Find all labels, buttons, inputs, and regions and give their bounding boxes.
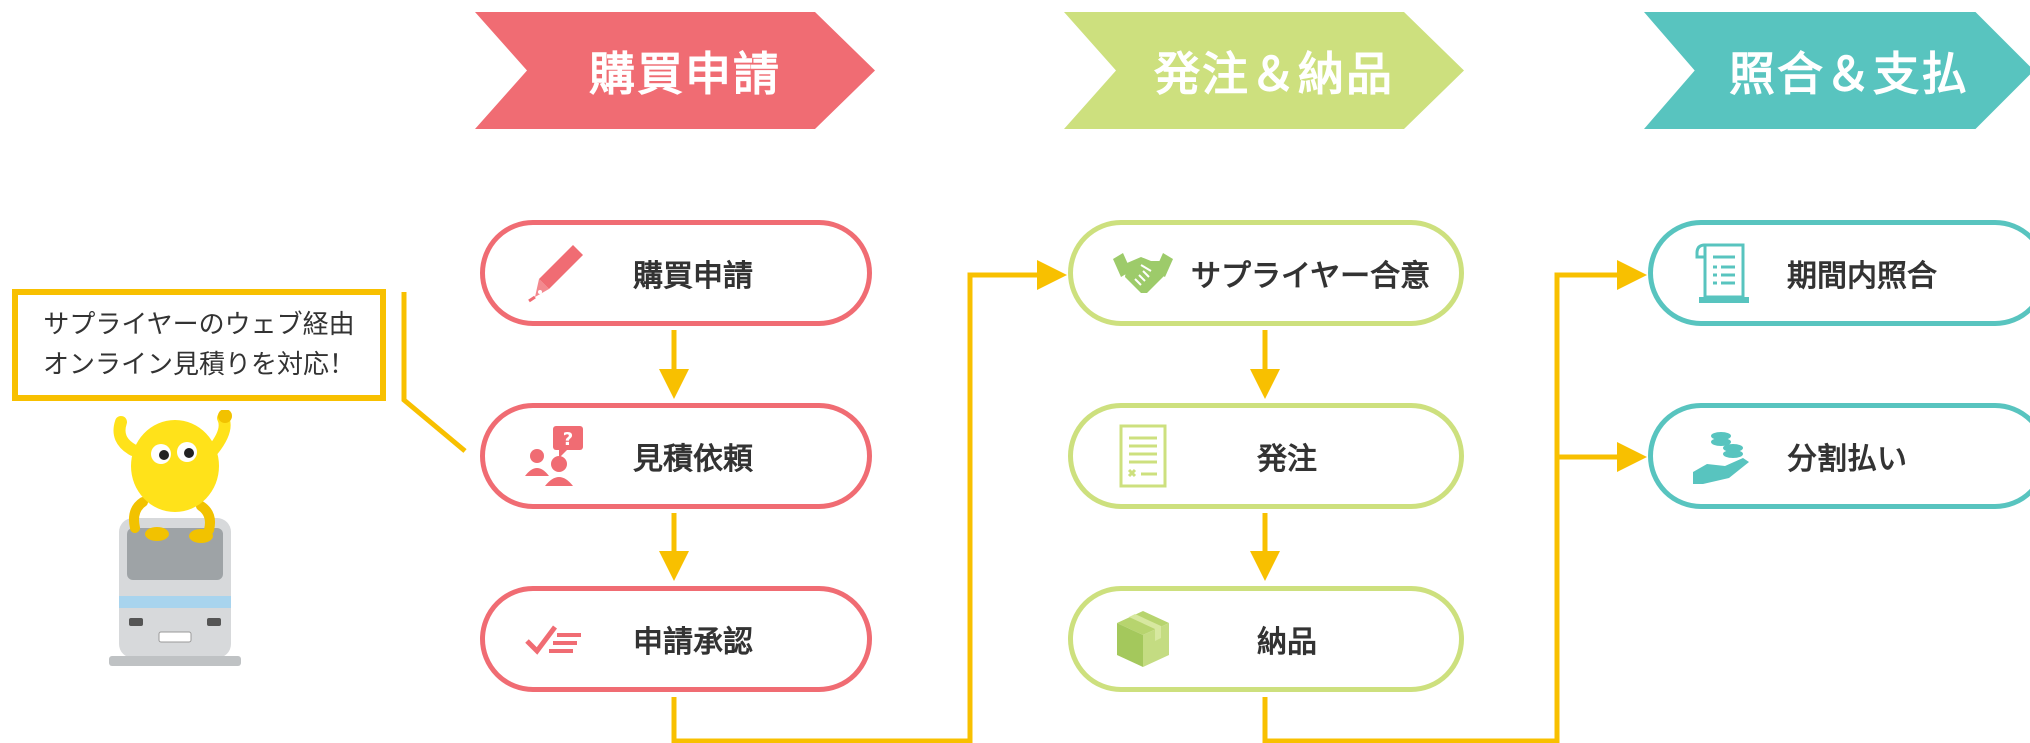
pen-nib-icon xyxy=(528,245,583,303)
stage-header-1: 購買申請 xyxy=(475,12,875,129)
step-purchase-request[interactable]: 購買申請 xyxy=(480,220,872,326)
step-periodic-matching[interactable]: 期間内照合 xyxy=(1648,220,2030,326)
step-label: 納品 xyxy=(1257,625,1317,660)
step-order[interactable]: 発注 xyxy=(1068,403,1464,509)
connector-s2-s3 xyxy=(1262,260,1647,743)
train-light-left xyxy=(129,618,143,626)
step-quote-request[interactable]: ? 見積依頼 xyxy=(480,403,872,509)
document-icon xyxy=(1119,424,1167,488)
connector-s1-s2 xyxy=(671,260,1067,743)
step-label: 申請承認 xyxy=(633,625,753,660)
handshake-icon xyxy=(1113,253,1173,293)
train-base xyxy=(109,656,241,666)
callout-line-2: オンライン見積りを対応！ xyxy=(42,350,355,380)
step-installment-payment[interactable]: 分割払い xyxy=(1648,403,2030,509)
train-stripe xyxy=(119,596,231,608)
stage-header-3: 照合＆支払 xyxy=(1644,12,2030,129)
step-delivery[interactable]: 納品 xyxy=(1068,586,1464,692)
hand-coins-icon xyxy=(1693,432,1749,484)
callout-box: サプライヤーのウェブ経由 オンライン見積りを対応！ xyxy=(12,289,386,401)
stage-title-1: 購買申請 xyxy=(589,46,781,101)
step-label: 発注 xyxy=(1257,442,1317,477)
svg-text:?: ? xyxy=(563,429,573,450)
step-supplier-agreement[interactable]: サプライヤー合意 xyxy=(1068,220,1464,326)
callout-connector xyxy=(401,292,467,453)
step-label: 購買申請 xyxy=(633,259,753,294)
stage-title-3: 照合＆支払 xyxy=(1729,46,1969,101)
step-label: 期間内照合 xyxy=(1787,259,1937,294)
receipt-scroll-icon xyxy=(1695,243,1749,303)
callout-line-1: サプライヤーのウェブ経由 xyxy=(43,309,355,340)
stage-header-2: 発注＆納品 xyxy=(1064,12,1464,129)
question-people-icon: ? xyxy=(525,426,583,486)
train-light-right xyxy=(207,618,221,626)
package-box-icon xyxy=(1117,611,1169,667)
check-list-icon xyxy=(525,625,581,655)
mascot-train-illustration xyxy=(109,410,241,666)
mascot-body xyxy=(131,420,219,512)
step-label: 分割払い xyxy=(1787,442,1907,477)
stage-title-2: 発注＆納品 xyxy=(1154,46,1394,101)
train-plate xyxy=(158,631,192,643)
step-label: 見積依頼 xyxy=(633,442,753,477)
step-label: サプライヤー合意 xyxy=(1191,259,1431,294)
step-approval[interactable]: 申請承認 xyxy=(480,586,872,692)
